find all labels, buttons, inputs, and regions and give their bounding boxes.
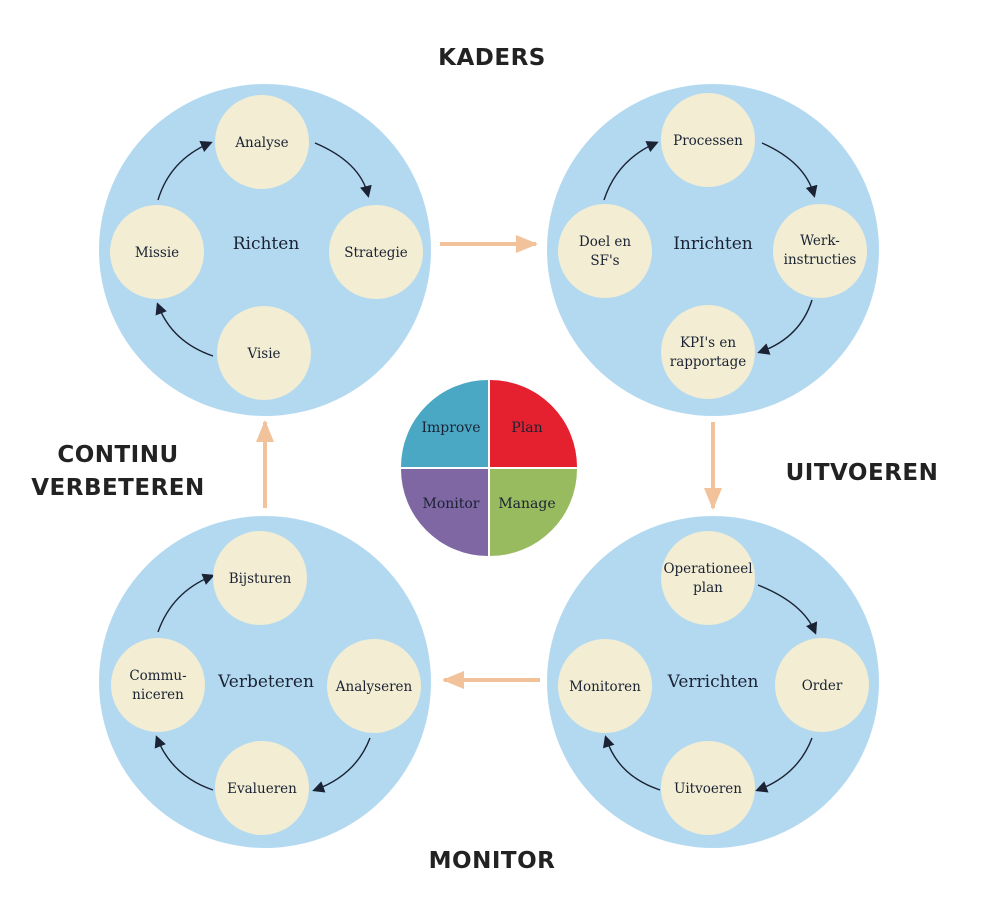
cycle-label-inrichten: Inrichten (673, 234, 753, 254)
cycle-arrow-icon (155, 302, 214, 357)
title-uitvoeren: UITVOEREN (786, 460, 939, 486)
node-label-uitvoeren: Uitvoeren (674, 781, 742, 797)
node-label-monitoren: Monitoren (569, 679, 641, 695)
node-circle (111, 638, 205, 732)
node-label-doel: Doel en (579, 234, 632, 250)
quadrant-manage (490, 469, 577, 556)
cycle-arrow-icon (154, 735, 214, 791)
quadrant-monitor (401, 469, 488, 556)
node-label-commu: Commu- (129, 668, 186, 684)
title-monitor: MONITOR (429, 848, 556, 874)
node-label-operationeel: Operationeel (663, 561, 752, 577)
node-label-analyse: Analyse (234, 135, 288, 151)
cycle-richten: Analyse Strategie Visie Missie Richten (99, 84, 431, 416)
quadrant-label-manage: Manage (498, 496, 555, 512)
node-circle (558, 204, 652, 298)
node-circle (661, 531, 755, 625)
node-label-evalueren: Evalueren (227, 781, 297, 797)
title-verbeteren: VERBETEREN (31, 475, 205, 501)
cycle-arrow-icon (314, 142, 372, 198)
title-continu: CONTINU (57, 442, 178, 468)
cycle-arrow-icon (157, 573, 215, 633)
node-label-plan: plan (693, 580, 723, 596)
node-label-visie: Visie (246, 346, 280, 362)
node-label-sfs: SF's (590, 253, 619, 269)
node-circle (213, 531, 307, 625)
cycle-arrow-icon (157, 141, 213, 201)
quadrant-label-monitor: Monitor (422, 496, 479, 512)
node-circle (775, 638, 869, 732)
node-label-rapportage: rapportage (670, 354, 746, 370)
node-circle (110, 205, 204, 299)
cycle-arrow-icon (757, 584, 818, 635)
cycle-inrichten: Processen Werk- instructies KPI's en rap… (547, 84, 879, 416)
big-circle-inrichten (547, 84, 879, 416)
cycle-label-richten: Richten (233, 234, 300, 254)
node-circle (773, 204, 867, 298)
cycle-verbeteren: Bijsturen Analyseren Evalueren Commu- ni… (99, 516, 431, 848)
node-label-processen: Processen (673, 133, 743, 149)
node-label-niceren: niceren (132, 687, 184, 703)
node-circle (661, 93, 755, 187)
node-circle (329, 205, 423, 299)
cycle-verrichten: Operationeel plan Order Uitvoeren Monito… (547, 516, 879, 848)
node-circle (661, 741, 755, 835)
quadrant-wheel: Improve Plan Monitor Manage (401, 380, 577, 556)
big-circle-richten (99, 84, 431, 416)
node-circle (215, 741, 309, 835)
node-label-order: Order (802, 678, 843, 694)
node-label-analyseren: Analyseren (335, 679, 413, 695)
node-circle (661, 305, 755, 399)
node-circle (327, 639, 421, 733)
cycle-arrow-icon (761, 142, 818, 198)
quadrant-label-plan: Plan (511, 420, 542, 436)
cycle-arrow-icon (312, 737, 371, 793)
node-label-werk: Werk- (800, 233, 840, 249)
node-circle (558, 639, 652, 733)
cycle-arrow-icon (757, 299, 813, 355)
node-label-kpis: KPI's en (680, 335, 736, 351)
cycle-arrow-icon (602, 735, 661, 791)
quadrant-improve (401, 380, 488, 467)
node-label-bijsturen: Bijsturen (229, 571, 292, 587)
node-circle (217, 306, 311, 400)
node-circle (215, 95, 309, 189)
cycle-arrow-icon (603, 141, 659, 201)
cycle-label-verrichten: Verrichten (667, 672, 759, 692)
node-label-strategie: Strategie (344, 245, 408, 261)
big-circle-verbeteren (99, 516, 431, 848)
cycle-arrow-icon (755, 737, 813, 793)
cycle-label-verbeteren: Verbeteren (217, 672, 314, 692)
quadrant-plan (490, 380, 577, 467)
quadrant-label-improve: Improve (421, 420, 480, 436)
title-kaders: KADERS (438, 45, 546, 71)
node-label-instructies: instructies (784, 252, 857, 268)
node-label-missie: Missie (135, 245, 179, 261)
